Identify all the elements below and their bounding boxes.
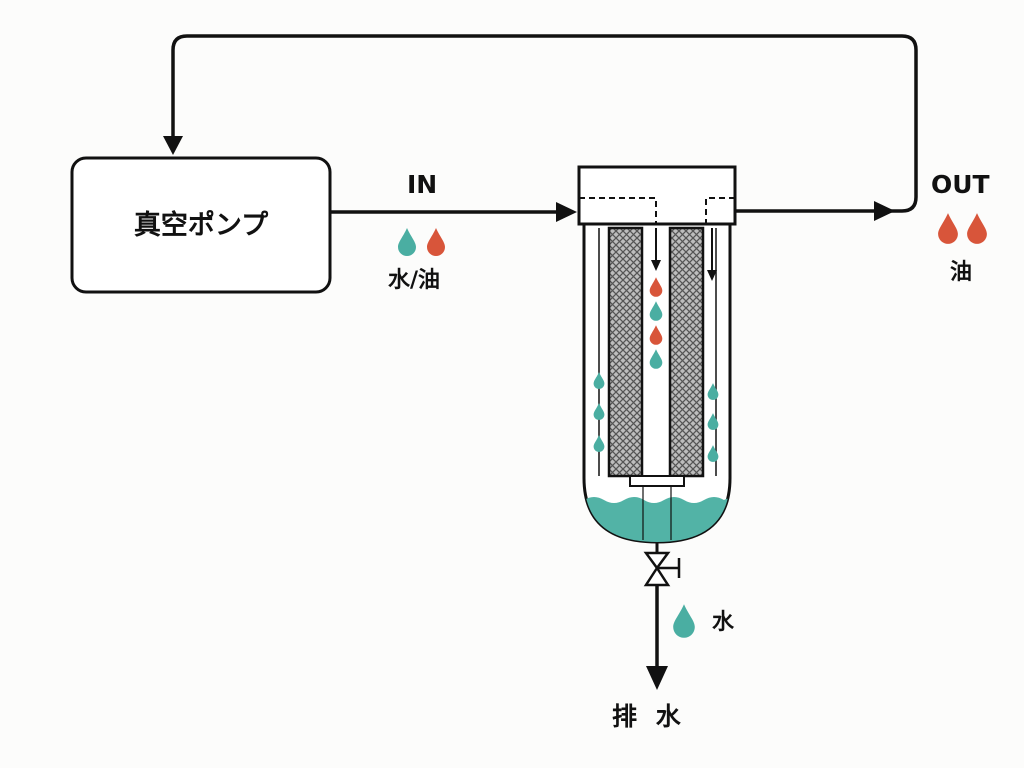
- oil-drop-icon: [967, 213, 987, 244]
- out-arrowhead: [874, 201, 895, 221]
- collected-water: [584, 497, 730, 542]
- flow-arrow-head: [707, 270, 717, 281]
- flow-arrow-head: [651, 260, 661, 271]
- element-end-cap: [629, 475, 685, 487]
- vacuum-pump-label: 真空ポンプ: [133, 209, 269, 241]
- return-loop-line: [171, 34, 918, 213]
- out-label: OUT: [931, 170, 990, 199]
- in-arrowhead: [556, 202, 577, 222]
- in-contents-label: 水/油: [388, 268, 441, 293]
- drain-label: 排 水: [612, 702, 686, 731]
- filter-element-right: [668, 226, 705, 478]
- oil-drop-icon: [427, 228, 445, 256]
- pump-inlet-arrowhead: [163, 136, 183, 155]
- vacuum-pump-box: [70, 156, 332, 294]
- in-label: IN: [407, 170, 438, 199]
- filter-element-left: [607, 226, 644, 478]
- drain-valve-icon[interactable]: [643, 551, 681, 587]
- drain-arrowhead: [646, 666, 668, 690]
- water-drop-icon: [673, 604, 695, 638]
- out-contents-label: 油: [950, 260, 973, 285]
- drain-contents-label: 水: [712, 610, 735, 635]
- oil-drop-icon: [938, 213, 958, 244]
- internal-inlet-path: [579, 197, 657, 224]
- water-drop-icon: [398, 228, 416, 256]
